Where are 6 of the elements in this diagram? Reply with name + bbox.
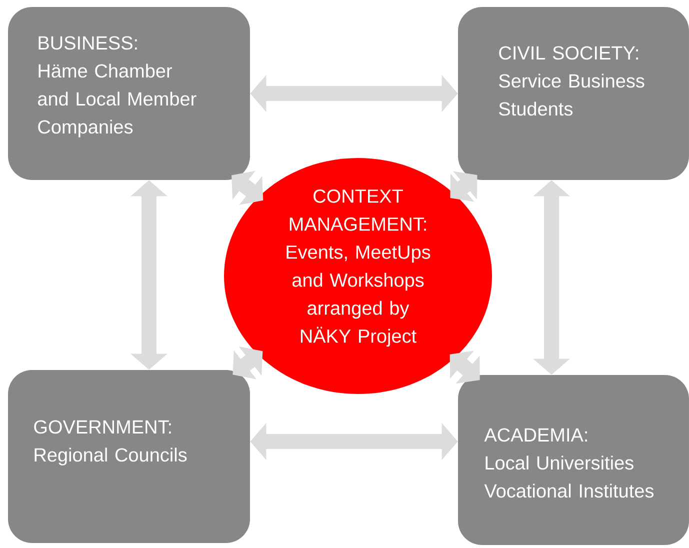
stakeholder-box: CIVIL SOCIETY: Service Business Students [458,7,689,180]
double-arrow [450,171,478,202]
stakeholder-box: BUSINESS: Häme Chamber and Local Member Companies [8,7,250,180]
double-arrow [232,346,263,380]
stakeholder-box: GOVERNMENT: Regional Councils [8,370,250,543]
stakeholder-box: ACADEMIA: Local Universities Vocational Institutes [458,375,689,545]
